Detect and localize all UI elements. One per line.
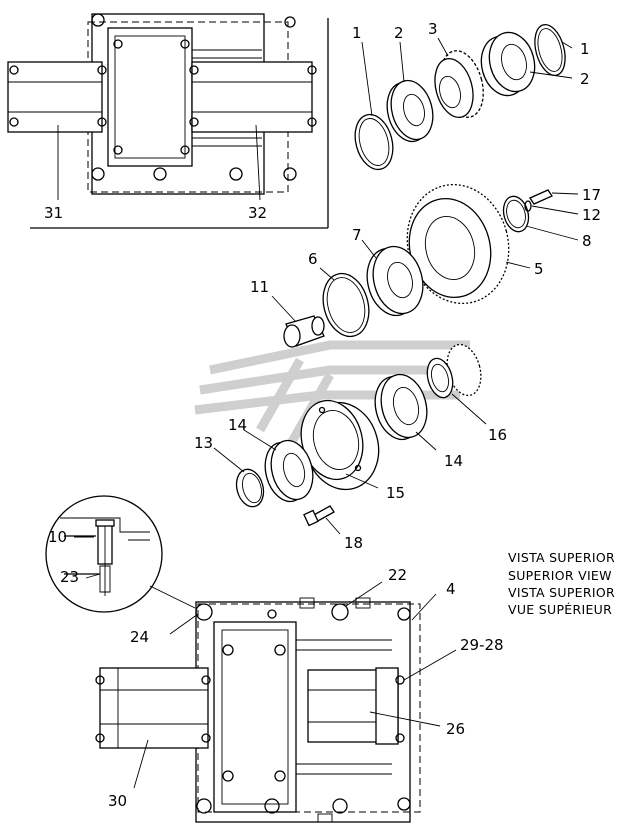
callout-6: 6 (308, 250, 318, 268)
callout-10: 10 (48, 528, 67, 546)
caption-line-2: SUPERIOR VIEW (508, 568, 612, 583)
callout-4: 4 (446, 580, 456, 598)
view-caption: VISTA SUPERIOR SUPERIOR VIEW VISTA SUPER… (508, 550, 615, 617)
caption-line-3: VISTA SUPERIOR (508, 585, 615, 600)
callout-labels: 1 2 3 1 2 17 12 8 5 7 6 11 14 13 16 14 1… (44, 20, 601, 810)
callout-23: 23 (60, 568, 79, 586)
gear-3 (434, 50, 484, 118)
bearing-housing-15 (300, 399, 380, 491)
pinion-16 (426, 343, 482, 399)
callout-22: 22 (388, 566, 407, 584)
caption-line-1: VISTA SUPERIOR (508, 550, 615, 565)
bearing-14-right (374, 373, 428, 441)
large-gear-5 (406, 183, 510, 305)
leader-lines (213, 37, 579, 535)
callout-12: 12 (582, 206, 601, 224)
callout-11: 11 (250, 278, 269, 296)
callout-5: 5 (534, 260, 544, 278)
bearing-2-right (480, 31, 536, 97)
bolt-17 (529, 189, 553, 205)
bearing-2 (386, 79, 434, 143)
callout-14-right: 14 (444, 452, 463, 470)
bottom-top-view (95, 581, 457, 823)
snap-ring-1 (354, 113, 394, 171)
top-view-inset (7, 13, 329, 229)
callout-24: 24 (130, 628, 149, 646)
callout-29-28: 29-28 (460, 636, 504, 654)
callout-3: 3 (428, 20, 438, 38)
callout-32: 32 (248, 204, 267, 222)
callout-31: 31 (44, 204, 63, 222)
callout-1-right: 1 (580, 40, 590, 58)
callout-13: 13 (194, 434, 213, 452)
callout-2-right: 2 (580, 70, 590, 88)
callout-26: 26 (446, 720, 465, 738)
callout-8: 8 (582, 232, 592, 250)
exploded-parts (213, 23, 579, 535)
detail-view-circle (45, 495, 196, 613)
callout-7: 7 (352, 226, 362, 244)
seal-13 (235, 468, 265, 508)
bolt-18 (303, 505, 335, 527)
snap-ring-6 (322, 272, 370, 338)
bearing-14-left (264, 439, 314, 503)
snap-ring-1-right (534, 23, 566, 77)
callout-30: 30 (108, 792, 127, 810)
callout-2: 2 (394, 24, 404, 42)
callout-1: 1 (352, 24, 362, 42)
pin-11 (283, 315, 325, 348)
callout-18: 18 (344, 534, 363, 552)
callout-14-left: 14 (228, 416, 247, 434)
bearing-7 (366, 245, 424, 317)
ring-8 (502, 195, 530, 233)
callout-15: 15 (386, 484, 405, 502)
callout-17: 17 (582, 186, 601, 204)
caption-line-4: VUE SUPÉRIEUR (508, 602, 612, 617)
callout-16: 16 (488, 426, 507, 444)
